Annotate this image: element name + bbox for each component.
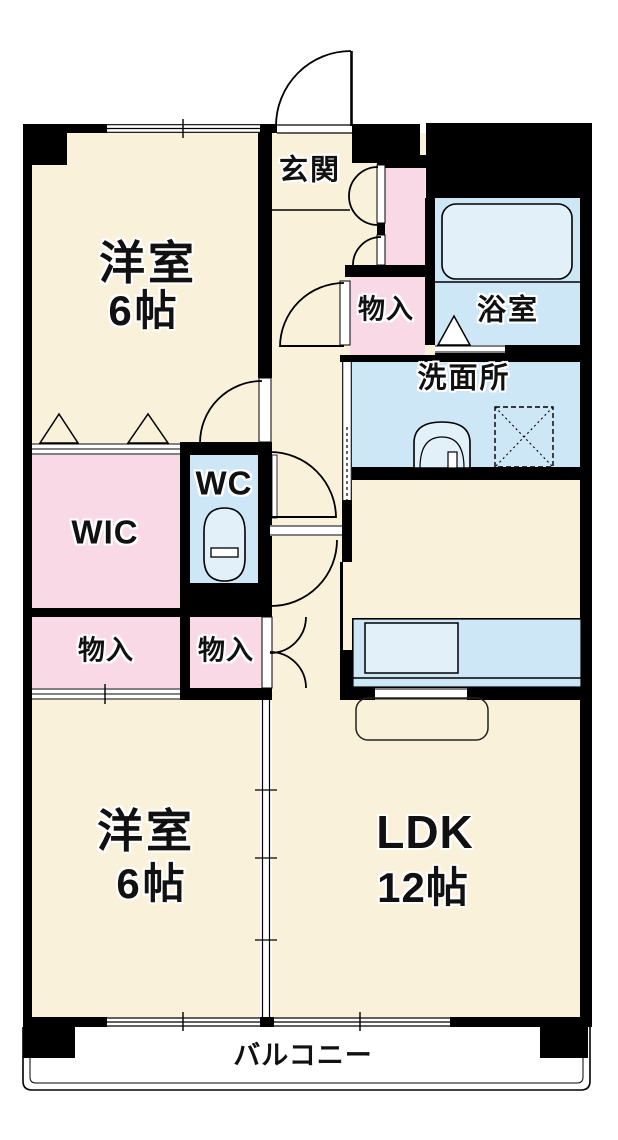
- washbasin-icon: [413, 421, 471, 469]
- closet-left-floor: [32, 617, 180, 688]
- counter-table-icon: [355, 697, 489, 741]
- walk-in-closet-floor: [32, 455, 180, 608]
- shoe-cabinet: [385, 167, 425, 265]
- closet-right-label: 物入: [198, 635, 254, 666]
- ldk-label: LDK: [376, 806, 474, 858]
- bedroom-top-size: 6帖: [108, 287, 180, 334]
- bedroom-bottom-size: 6帖: [116, 860, 188, 907]
- bathroom-label: 浴室: [476, 294, 540, 327]
- wc-door-arc: [269, 451, 337, 519]
- folding-door-triangle-icon: [436, 314, 472, 346]
- closet-left-label: 物入: [78, 635, 134, 666]
- folding-door-triangle-icon: [38, 412, 80, 444]
- entrance-door-arc-icon: [275, 50, 352, 127]
- walk-in-closet-label: WIC: [71, 513, 139, 551]
- washer-pan-icon: [494, 406, 554, 468]
- entrance-label: 玄関: [278, 154, 342, 187]
- washroom-label: 洗面所: [417, 362, 511, 395]
- fixtures: [38, 203, 582, 741]
- bedroom-top-label: 洋室: [99, 237, 197, 289]
- ldk-door-arc: [270, 539, 338, 607]
- toilet-label: WC: [195, 464, 253, 502]
- door-arcs: [199, 50, 382, 689]
- hall-closet-door-arc: [279, 282, 345, 348]
- br-corner-block: [540, 1022, 588, 1058]
- balcony-rail-inner: [29, 1027, 584, 1084]
- shoe-cabinet-door-arc: [348, 166, 379, 197]
- ldk-size: 12帖: [377, 864, 469, 911]
- kitchen-sink: [364, 622, 459, 674]
- folding-door-triangle-icon: [126, 412, 170, 444]
- toilet-icon: [203, 507, 246, 582]
- closet-right-floor: [190, 617, 262, 688]
- hall-closet-floor: [350, 277, 425, 355]
- bedroom-bottom-label: 洋室: [97, 805, 195, 857]
- hall-closet-label: 物入: [358, 294, 414, 325]
- windows-and-openings: [32, 119, 505, 1031]
- walls: [23, 123, 592, 1058]
- bl-corner-block: [23, 1017, 75, 1058]
- balcony-floor: [23, 1027, 590, 1089]
- bedroom1-door-arc: [199, 380, 263, 444]
- balcony-label: バルコニー: [233, 1040, 373, 1071]
- balcony-rail-outer: [22, 1027, 591, 1091]
- bathtub-icon: [441, 203, 573, 280]
